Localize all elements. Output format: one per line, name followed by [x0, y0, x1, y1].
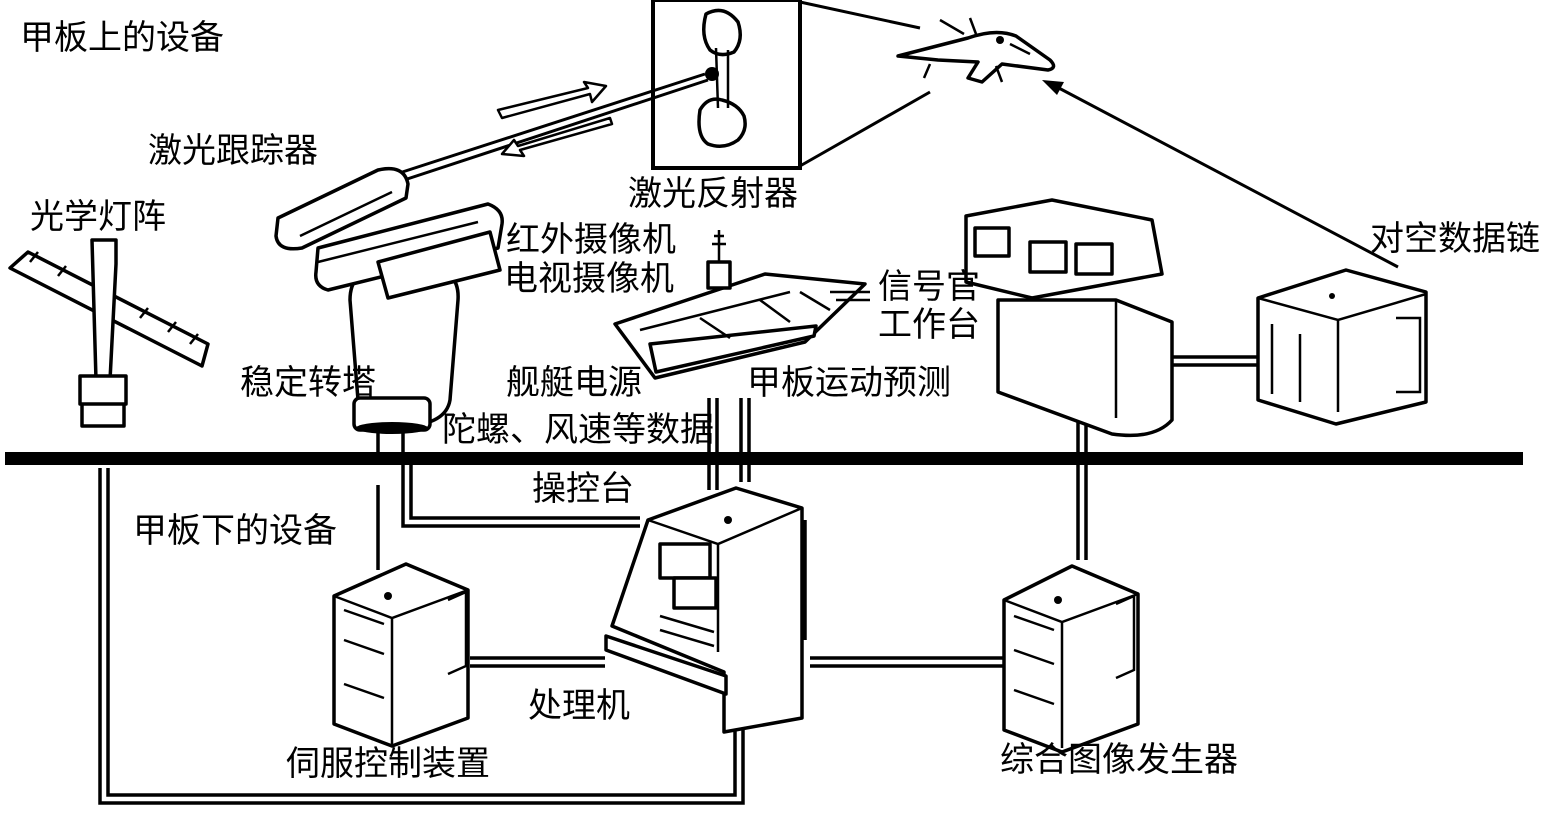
label-laser-reflector: 激光反射器 — [628, 174, 798, 214]
laser-beam-icon — [389, 72, 709, 186]
label-signal-officer-line2: 工作台 — [878, 305, 980, 345]
processor-console-icon — [604, 486, 804, 734]
optical-light-array-icon — [8, 238, 210, 428]
label-optical-light-array: 光学灯阵 — [30, 197, 166, 237]
datalink-arrow — [1042, 80, 1399, 269]
label-air-datalink: 对空数据链 — [1370, 219, 1540, 259]
deck-line — [5, 452, 1523, 465]
signal-officer-workstation-icon — [964, 198, 1174, 438]
label-laser-tracker: 激光跟踪器 — [148, 131, 318, 171]
label-gyro-wind-data: 陀螺、风速等数据 — [442, 410, 714, 450]
datalink-cabinet-icon — [1256, 268, 1428, 426]
servo-cabinet-icon — [332, 562, 470, 748]
aircraft-carrier-icon — [613, 230, 870, 380]
section-above-deck: 甲板上的设备 — [20, 18, 224, 58]
label-signal-officer-line1: 信号官 — [878, 267, 980, 307]
label-ship-power: 舰艇电源 — [506, 363, 642, 403]
label-deck-motion-prediction: 甲板运动预测 — [747, 363, 951, 403]
image-generator-cabinet-icon — [1002, 564, 1140, 754]
label-signal-officer-workstation: 信号官 工作台 — [878, 268, 980, 344]
aircraft-icon — [896, 17, 1056, 84]
label-processor: 处理机 — [528, 686, 630, 726]
laser-reflector-inset-icon — [651, 0, 931, 170]
label-ir-camera: 红外摄像机 — [506, 220, 676, 260]
label-console: 操控台 — [532, 469, 634, 509]
section-below-deck: 甲板下的设备 — [133, 511, 337, 551]
label-stabilized-turret: 稳定转塔 — [240, 363, 376, 403]
connection-lines — [98, 355, 1260, 805]
label-servo-control: 伺服控制装置 — [286, 744, 490, 784]
label-image-generator: 综合图像发生器 — [1000, 740, 1238, 780]
stabilized-turret-icon — [274, 166, 504, 434]
label-tv-camera: 电视摄像机 — [504, 259, 674, 299]
